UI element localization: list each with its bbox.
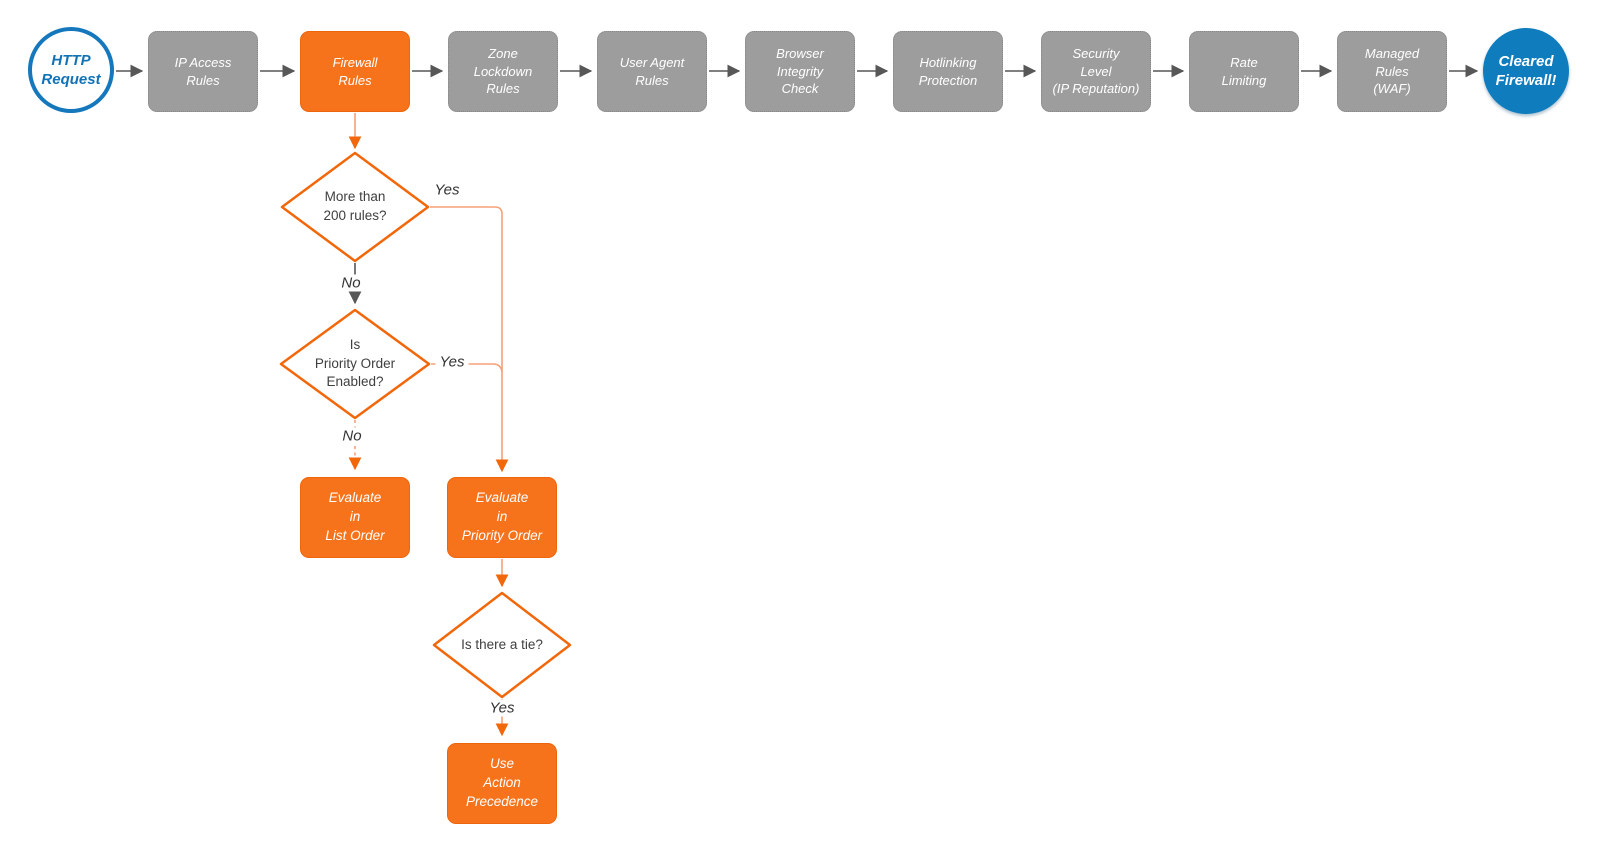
node-label: Browser Integrity Check [776,46,824,97]
node-user-agent-rules: User Agent Rules [597,31,707,112]
node-label: Cleared Firewall! [1495,52,1557,90]
node-managed-rules-waf: Managed Rules (WAF) [1337,31,1447,112]
node-rate-limiting: Rate Limiting [1189,31,1299,112]
node-label: Security Level (IP Reputation) [1052,46,1140,97]
diamond-priority-order-enabled [279,308,431,420]
node-label: IP Access Rules [174,54,232,88]
node-label: Rate Limiting [1221,54,1267,88]
connector-yes-1 [430,206,509,473]
node-label: User Agent Rules [619,54,685,88]
node-label: Managed Rules (WAF) [1364,46,1420,97]
edge-label-yes-1: Yes [430,181,464,199]
node-cleared-firewall: Cleared Firewall! [1483,28,1569,114]
edge-label-yes-2: Yes [435,353,469,371]
node-security-level-ip-reputation: Security Level (IP Reputation) [1041,31,1151,112]
edge-label-no-2: No [338,427,366,445]
connector-yes-2 [431,363,503,373]
node-label: HTTP Request [41,51,101,89]
node-evaluate-in-priority-order: Evaluate in Priority Order [447,477,557,558]
node-http-request: HTTP Request [28,27,114,113]
node-browser-integrity-check: Browser Integrity Check [745,31,855,112]
node-zone-lockdown-rules: Zone Lockdown Rules [448,31,558,112]
edge-label-no-1: No [337,274,365,292]
node-label: Firewall Rules [332,54,378,88]
node-label: Use Action Precedence [465,756,539,809]
node-label: Evaluate in List Order [325,490,385,543]
node-label: Evaluate in Priority Order [461,490,543,543]
edge-label-yes-3: Yes [485,699,519,717]
node-label: Zone Lockdown Rules [473,46,533,97]
node-firewall-rules: Firewall Rules [300,31,410,112]
node-hotlinking-protection: Hotlinking Protection [893,31,1003,112]
node-label: Hotlinking Protection [918,54,978,88]
diamond-is-there-a-tie [432,591,572,699]
node-ip-access-rules: IP Access Rules [148,31,258,112]
diamond-more-than-200-rules [280,151,430,263]
node-evaluate-in-list-order: Evaluate in List Order [300,477,410,558]
node-use-action-precedence: Use Action Precedence [447,743,557,824]
